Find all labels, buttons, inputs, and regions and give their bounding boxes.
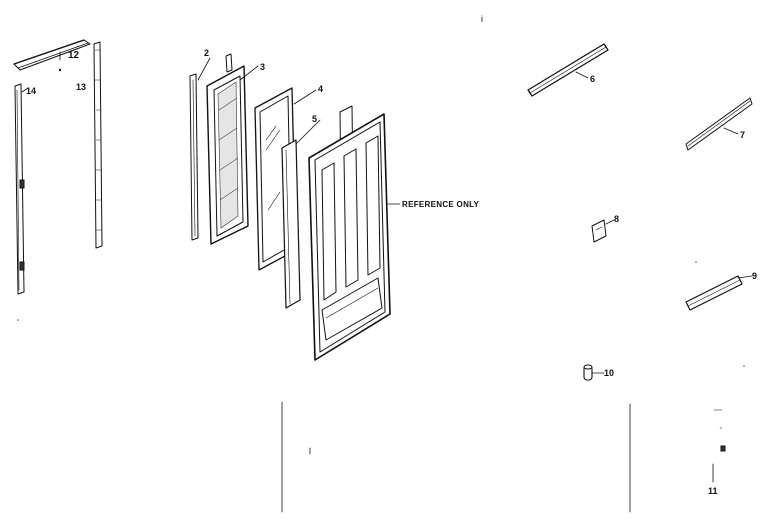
callout-2: 2 <box>204 48 209 58</box>
callout-4: 4 <box>318 84 323 94</box>
callout-7: 7 <box>740 130 745 140</box>
leader-9 <box>737 275 753 279</box>
callout-3: 3 <box>260 62 265 72</box>
leader-7 <box>723 127 739 135</box>
stray-mark: i <box>481 14 483 24</box>
part-14-vertical-rail <box>14 83 29 295</box>
callout-9: 9 <box>752 271 757 281</box>
reference-door-frame <box>308 105 391 361</box>
callout-12: 12 <box>68 50 80 61</box>
part-2-side-strip <box>189 53 233 241</box>
callout-14: 14 <box>26 86 36 96</box>
callout-13: 13 <box>76 82 86 92</box>
leader-4 <box>293 89 317 105</box>
part-13-weatherstrip <box>93 41 103 249</box>
part-12-top-rail <box>13 39 91 72</box>
part-6-angled-rail <box>527 43 609 97</box>
guide-lines <box>17 261 745 513</box>
callout-6: 6 <box>590 74 595 84</box>
part-7-angled-strip <box>685 97 753 151</box>
callout-10: 10 <box>604 368 614 378</box>
part-11 <box>712 409 726 483</box>
part-9-bar <box>685 275 743 311</box>
leader-3 <box>239 65 259 81</box>
part-10-cylinder <box>583 364 593 381</box>
leader-8 <box>605 219 615 225</box>
callout-8: 8 <box>614 214 619 224</box>
leader-5 <box>295 119 321 145</box>
reference-only-note: REFERENCE ONLY <box>402 200 480 209</box>
callout-5: 5 <box>312 114 317 124</box>
leader-2 <box>197 57 211 81</box>
part-3-screen-frame <box>206 65 249 245</box>
part-8-bracket <box>591 219 607 243</box>
callout-11: 11 <box>708 486 718 496</box>
leader-6 <box>575 71 589 79</box>
part-5-vertical-bar <box>281 139 301 309</box>
